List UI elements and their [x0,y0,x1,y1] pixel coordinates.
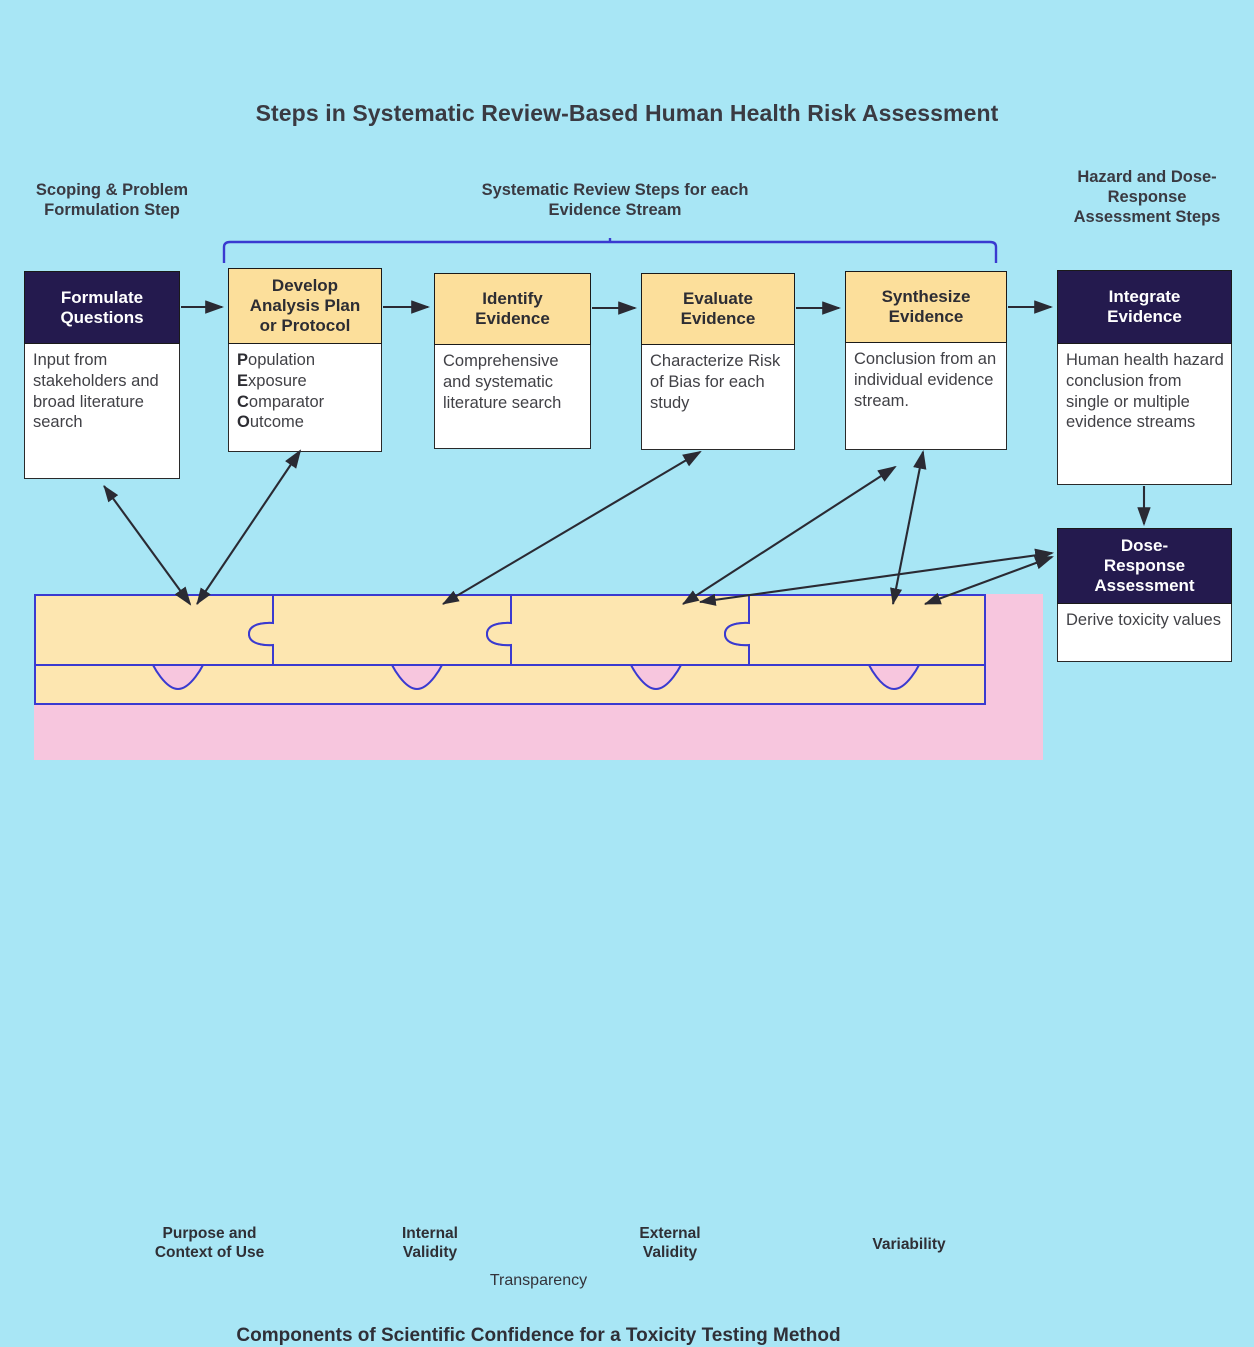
node-body-dose-response-assessment: Derive toxicity values [1057,604,1232,662]
node-formulate-questions[interactable]: Formulate Questions Input from stakehold… [24,271,180,479]
puzzle-label-internal-validity: Internal Validity [402,1225,458,1261]
node-develop-analysis-plan[interactable]: Develop Analysis Plan or Protocol Popula… [228,268,382,452]
arrow-synthesize-external-validity [682,465,897,605]
node-header-identify-evidence: Identify Evidence [434,273,591,345]
node-synthesize-evidence[interactable]: Synthesize Evidence Conclusion from an i… [845,271,1007,450]
arrow-develop-purpose [196,449,302,605]
node-header-formulate-questions: Formulate Questions [24,271,180,344]
node-body-identify-evidence: Comprehensive and systematic literature … [434,345,591,449]
node-body-formulate-questions: Input from stakeholders and broad litera… [24,344,180,479]
scientific-confidence-panel: Purpose and Context of Use Internal Vali… [34,594,1043,1346]
arrow-synthesize-variability [890,449,927,606]
node-header-evaluate-evidence: Evaluate Evidence [641,273,795,345]
section-header-scoping: Scoping & Problem Formulation Step [35,181,189,220]
puzzle-piece-internal-validity[interactable] [247,594,512,666]
scientific-confidence-caption: Components of Scientific Confidence for … [236,1325,841,1346]
node-identify-evidence[interactable]: Identify Evidence Comprehensive and syst… [434,273,591,449]
puzzle-piece-external-validity[interactable] [485,594,750,666]
arrow-evaluate-internal-validity [442,450,702,605]
puzzle-graphic [34,594,986,705]
puzzle-piece-variability[interactable] [723,594,986,666]
page-title: Steps in Systematic Review-Based Human H… [255,100,999,126]
node-body-evaluate-evidence: Characterize Risk of Bias for each study [641,345,795,450]
puzzle-label-transparency: Transparency [489,1272,588,1289]
node-body-synthesize-evidence: Conclusion from an individual evidence s… [845,343,1007,450]
puzzle-label-variability: Variability [872,1236,946,1253]
node-dose-response-assessment[interactable]: Dose- Response Assessment Derive toxicit… [1057,528,1232,662]
node-evaluate-evidence[interactable]: Evaluate Evidence Characterize Risk of B… [641,273,795,450]
node-body-integrate-evidence: Human health hazard conclusion from sing… [1057,344,1232,485]
node-header-develop-analysis-plan: Develop Analysis Plan or Protocol [228,268,382,344]
puzzle-piece-purpose[interactable] [34,594,274,666]
puzzle-label-external-validity: External Validity [639,1225,701,1261]
systematic-review-bracket [222,238,998,263]
node-header-integrate-evidence: Integrate Evidence [1057,270,1232,344]
node-integrate-evidence[interactable]: Integrate Evidence Human health hazard c… [1057,270,1232,485]
node-header-synthesize-evidence: Synthesize Evidence [845,271,1007,343]
puzzle-piece-transparency[interactable] [34,664,986,705]
section-header-hazard-dose-response: Hazard and Dose- Response Assessment Ste… [1073,168,1221,227]
arrow-formulate-purpose [103,485,192,606]
node-header-dose-response-assessment: Dose- Response Assessment [1057,528,1232,604]
section-header-systematic-review: Systematic Review Steps for each Evidenc… [481,181,749,220]
puzzle-label-purpose: Purpose and Context of Use [154,1225,265,1261]
